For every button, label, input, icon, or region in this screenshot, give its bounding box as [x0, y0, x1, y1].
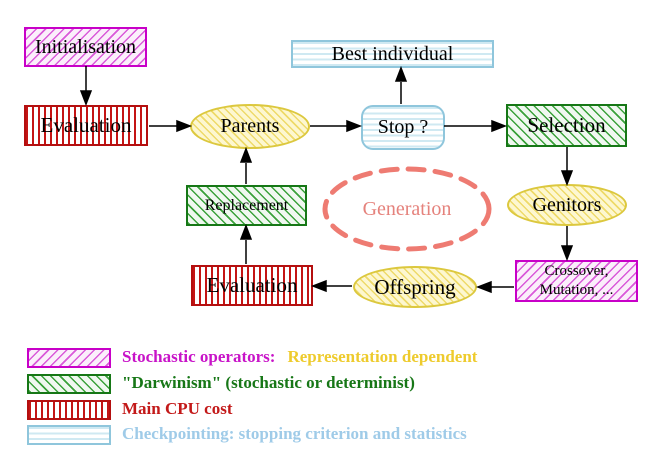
- arrow-offspring-to-evaluation: [310, 279, 352, 293]
- arrow-crossover-to-offspring: [475, 280, 514, 294]
- legend-label-darwinism: "Darwinism" (stochastic or determinist): [122, 373, 415, 392]
- arrow-selection-to-genitors: [560, 147, 574, 187]
- node-stop: Stop ?: [361, 105, 445, 150]
- crossover-line2: Mutation, ...: [539, 282, 614, 298]
- node-evaluation-top: Evaluation: [24, 105, 148, 146]
- arrow-replacement-to-parents: [239, 146, 253, 184]
- legend-label-representation-dependent: Representation dependent: [287, 347, 478, 366]
- arrow-stop-to-selection: [444, 119, 508, 133]
- legend-swatch-stochastic-operators: [27, 348, 111, 368]
- node-generation-label: Generation: [362, 197, 452, 220]
- legend-label-stochastic-operators: Stochastic operators: Representation depe…: [122, 347, 477, 367]
- legend-swatch-darwinism: [27, 374, 111, 394]
- node-genitors: Genitors: [507, 184, 627, 226]
- legend-label-checkpointing: Checkpointing: stopping criterion and st…: [122, 424, 467, 443]
- legend-swatch-main-cpu-cost: [27, 400, 111, 420]
- node-replacement: Replacement: [186, 185, 307, 226]
- arrow-parents-to-stop: [310, 119, 363, 133]
- arrow-stop-to-best-individual: [394, 65, 408, 104]
- legend-swatch-checkpointing: [27, 425, 111, 445]
- arrow-evaluation-to-replacement: [239, 223, 253, 264]
- legend-label-main-cpu-cost: Main CPU cost: [122, 399, 233, 418]
- node-offspring: Offspring: [353, 266, 477, 308]
- legend-label-stochastic-primary: Stochastic operators:: [122, 347, 276, 366]
- arrow-genitors-to-crossover: [560, 226, 574, 262]
- node-evaluation-bottom: Evaluation: [191, 265, 313, 306]
- node-initialisation: Initialisation: [24, 27, 147, 67]
- node-selection: Selection: [506, 104, 627, 147]
- crossover-line1: Crossover,: [544, 263, 609, 280]
- arrow-initialisation-to-evaluation: [79, 66, 93, 107]
- node-parents: Parents: [190, 104, 310, 149]
- arrow-evaluation-to-parents: [149, 119, 193, 133]
- node-best-individual: Best individual: [291, 40, 494, 68]
- node-crossover-mutation: Crossover, Mutation, ...: [515, 260, 638, 302]
